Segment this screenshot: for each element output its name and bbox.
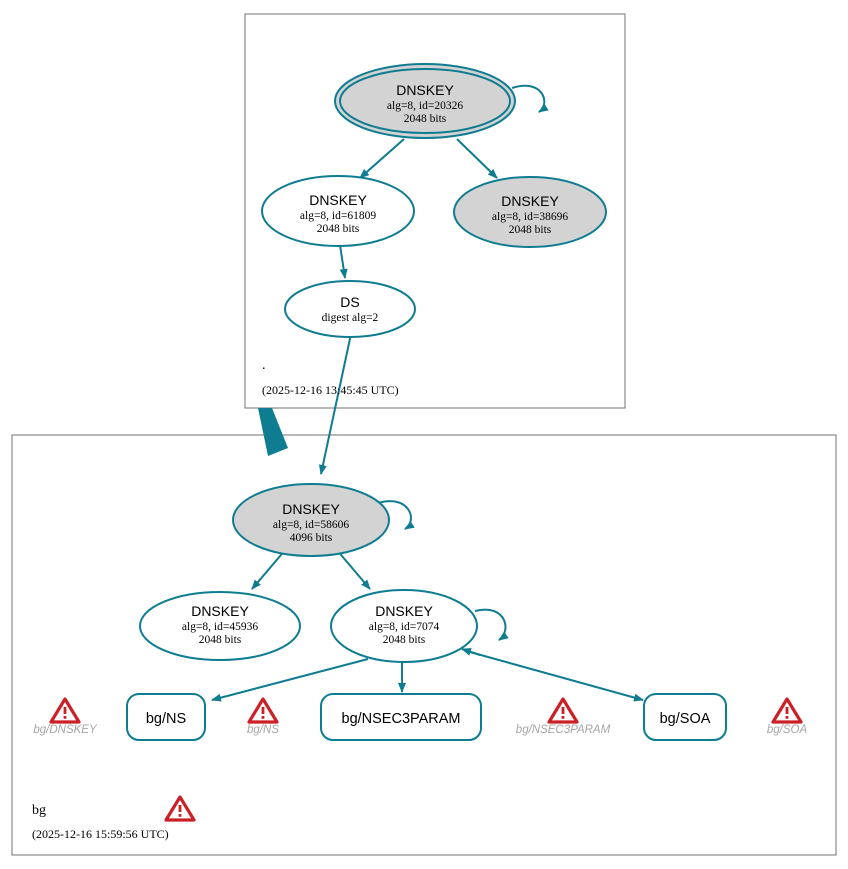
error-label: bg/DNSKEY — [33, 724, 98, 736]
edge-self-bg-ksk — [377, 500, 415, 530]
rrset-bg-ns[interactable]: bg/NS — [126, 693, 206, 741]
node-title: DS — [340, 294, 359, 310]
error-label: bg/NS — [247, 724, 279, 736]
error-bg-ns[interactable]: bg/NS — [247, 697, 279, 736]
edge-bg-soa-to-7074 — [461, 648, 481, 656]
node-title: DNSKEY — [191, 603, 249, 619]
error-bg-nsec3param[interactable]: bg/NSEC3PARAM — [516, 697, 611, 736]
node-detail-digest: digest alg=2 — [322, 312, 379, 324]
node-title: DNSKEY — [501, 193, 559, 209]
node-detail-bits: 2048 bits — [317, 223, 360, 235]
node-detail-alg-id: alg=8, id=58606 — [273, 519, 349, 531]
edge-7074-to-bg-soa — [469, 651, 644, 702]
node-detail-alg-id: alg=8, id=61809 — [300, 210, 376, 222]
node-ellipse — [453, 176, 607, 248]
node-detail-alg-id: alg=8, id=45936 — [182, 621, 258, 633]
zone-timestamp-root: (2025-12-16 13:45:45 UTC) — [262, 383, 399, 397]
node-detail-alg-id: alg=8, id=7074 — [369, 621, 440, 633]
node-detail-bits: 2048 bits — [404, 113, 447, 125]
node-ellipse — [232, 483, 390, 557]
node-ellipse — [330, 589, 478, 663]
node-ellipse — [139, 591, 301, 661]
node-detail-alg-id: alg=8, id=20326 — [387, 100, 463, 112]
zone-label-root: . — [262, 358, 266, 373]
node-ellipse — [261, 175, 415, 247]
error-label: bg/NSEC3PARAM — [516, 724, 611, 736]
node-inner-ellipse — [339, 68, 511, 134]
rrset-box — [643, 693, 727, 741]
edge-root-ksk-to-38696 — [456, 138, 498, 179]
error-label: bg/SOA — [767, 724, 808, 736]
rrset-label: bg/SOA — [660, 711, 711, 727]
rrset-bg-nsec3param[interactable]: bg/NSEC3PARAM — [320, 693, 482, 741]
edge-self-root-ksk — [511, 84, 549, 113]
zone-label-bg: bg — [32, 803, 46, 818]
node-ellipse — [284, 280, 416, 338]
node-dnskey-7074[interactable]: DNSKEY alg=8, id=7074 2048 bits — [330, 589, 478, 663]
zone-status-warning-icon[interactable] — [164, 795, 196, 822]
node-dnskey-38696[interactable]: DNSKEY alg=8, id=38696 2048 bits — [453, 176, 607, 248]
error-bg-dnskey[interactable]: bg/DNSKEY — [33, 697, 98, 736]
node-title: DNSKEY — [396, 82, 454, 98]
node-dnskey-45936[interactable]: DNSKEY alg=8, id=45936 2048 bits — [139, 591, 301, 661]
node-dnskey-58606[interactable]: DNSKEY alg=8, id=58606 4096 bits — [232, 483, 390, 557]
node-title: DNSKEY — [309, 192, 367, 208]
edge-ds-to-bg-ksk — [318, 333, 352, 475]
node-detail-bits: 2048 bits — [509, 224, 552, 236]
node-detail-alg-id: alg=8, id=38696 — [492, 211, 568, 223]
edge-self-bg-7074 — [474, 608, 509, 641]
node-detail-bits: 4096 bits — [290, 532, 333, 544]
error-bg-soa[interactable]: bg/SOA — [767, 697, 808, 736]
zone-timestamp-bg: (2025-12-16 15:59:56 UTC) — [32, 827, 169, 841]
node-dnskey-20326[interactable]: DNSKEY alg=8, id=20326 2048 bits — [334, 63, 516, 139]
warning-triangle-icon — [771, 697, 803, 724]
rrset-label: bg/NSEC3PARAM — [342, 711, 461, 727]
edge-61809-to-ds — [339, 244, 348, 279]
edge-bg-ksk-to-7074 — [335, 548, 371, 590]
edge-7074-to-bg-ns — [211, 658, 369, 702]
warning-triangle-icon — [547, 697, 579, 724]
rrset-box — [320, 693, 482, 741]
warning-triangle-icon — [49, 697, 81, 724]
rrset-bg-soa[interactable]: bg/SOA — [643, 693, 727, 741]
delegation-arrow — [258, 408, 288, 456]
rrset-label: bg/NS — [146, 711, 186, 727]
node-title: DNSKEY — [375, 603, 433, 619]
warning-triangle-icon — [247, 697, 279, 724]
rrset-box — [126, 693, 206, 741]
node-detail-bits: 2048 bits — [383, 634, 426, 646]
edge-root-ksk-to-61809 — [359, 138, 405, 179]
edge-bg-ksk-to-45936 — [251, 548, 287, 590]
node-title: DNSKEY — [282, 501, 340, 517]
node-dnskey-61809[interactable]: DNSKEY alg=8, id=61809 2048 bits — [261, 175, 415, 247]
node-ds-digest-alg-2[interactable]: DS digest alg=2 — [284, 280, 416, 338]
node-detail-bits: 2048 bits — [199, 634, 242, 646]
